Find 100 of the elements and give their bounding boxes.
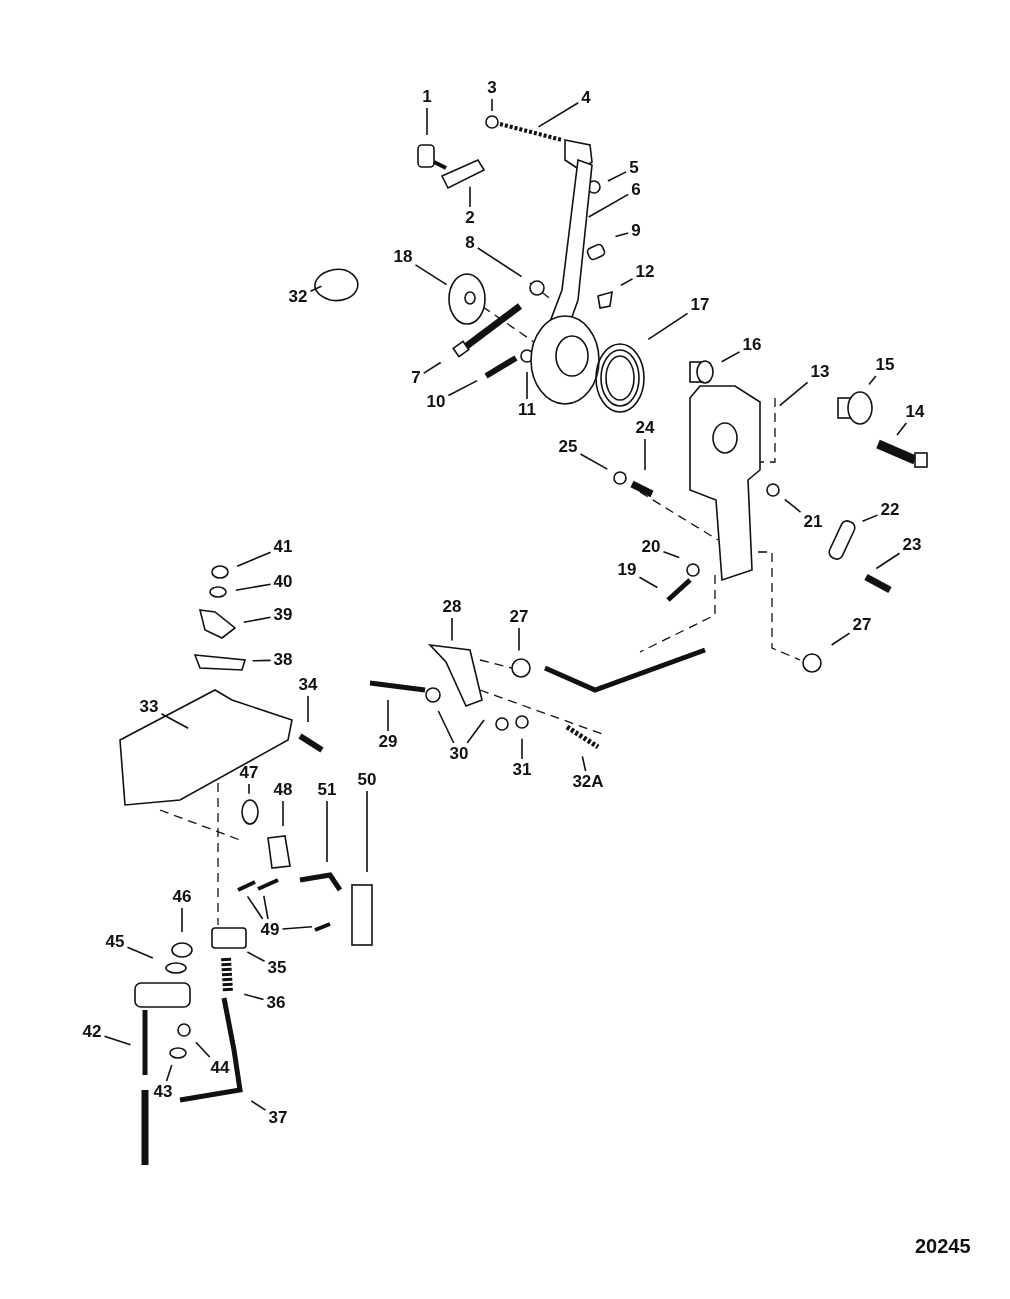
leader-line xyxy=(638,576,659,589)
leader-line xyxy=(281,925,313,930)
callout-number: 47 xyxy=(238,764,260,782)
leader-line xyxy=(644,438,646,471)
figure-number: 20245 xyxy=(915,1235,971,1258)
callout-number: 40 xyxy=(272,573,294,591)
callout-number: 49 xyxy=(259,921,281,939)
leader-line xyxy=(720,351,741,363)
callout-number: 51 xyxy=(316,781,338,799)
leader-line xyxy=(181,907,183,933)
callout-number: 38 xyxy=(272,651,294,669)
callout-number: 44 xyxy=(209,1059,231,1077)
callout-number: 20 xyxy=(640,538,662,556)
callout-number: 35 xyxy=(266,959,288,977)
callout-number: 36 xyxy=(265,994,287,1012)
callout-number: 8 xyxy=(464,234,476,252)
callout-number: 34 xyxy=(297,676,319,694)
leader-line xyxy=(307,695,309,723)
callout-number: 3 xyxy=(486,79,498,97)
leader-line xyxy=(521,737,523,760)
leader-line xyxy=(309,285,323,292)
leader-line xyxy=(896,422,908,436)
leader-line xyxy=(607,171,628,182)
leader-line xyxy=(236,551,272,567)
leader-line xyxy=(861,514,879,523)
callout-number: 1 xyxy=(421,88,433,106)
leader-line xyxy=(246,895,264,920)
callout-number: 48 xyxy=(272,781,294,799)
callout-number: 11 xyxy=(517,401,537,419)
leader-line xyxy=(614,232,630,238)
callout-number: 39 xyxy=(272,606,294,624)
callout-number: 29 xyxy=(377,733,399,751)
callout-number: 43 xyxy=(152,1083,174,1101)
callout-number: 46 xyxy=(171,888,193,906)
leader-line xyxy=(422,361,442,374)
callout-number: 9 xyxy=(630,222,642,240)
leader-line xyxy=(246,951,266,963)
leader-line xyxy=(165,1064,173,1082)
callout-number: 27 xyxy=(508,608,530,626)
callout-number: 50 xyxy=(356,771,378,789)
leader-line xyxy=(250,1100,267,1111)
callout-number: 22 xyxy=(879,501,901,519)
callout-number: 30 xyxy=(448,745,470,763)
callout-number: 23 xyxy=(901,536,923,554)
leader-line xyxy=(447,379,478,397)
callout-number: 15 xyxy=(874,356,896,374)
leader-line xyxy=(868,375,877,386)
leader-line xyxy=(263,895,269,920)
leader-line xyxy=(248,783,250,795)
leader-line xyxy=(620,278,634,287)
callout-number: 6 xyxy=(630,181,642,199)
callout-number: 7 xyxy=(410,369,422,387)
callout-number: 10 xyxy=(425,393,447,411)
leader-line xyxy=(587,193,630,218)
leader-line xyxy=(414,264,448,286)
leader-line xyxy=(579,453,609,470)
callout-number: 31 xyxy=(511,761,533,779)
callout-number: 42 xyxy=(81,1023,103,1041)
callout-number: 14 xyxy=(904,403,926,421)
leader-line xyxy=(537,101,580,128)
callout-number: 13 xyxy=(809,363,831,381)
callout-number: 21 xyxy=(802,513,824,531)
leader-line xyxy=(426,107,428,136)
leader-line xyxy=(466,719,485,744)
callout-number: 28 xyxy=(441,598,463,616)
callout-number: 16 xyxy=(741,336,763,354)
leader-line xyxy=(451,617,453,642)
callout-number: 4 xyxy=(580,89,592,107)
leader-line xyxy=(491,98,493,112)
leader-line xyxy=(366,790,368,873)
leader-line xyxy=(469,185,471,208)
leader-line xyxy=(783,498,802,513)
leader-line xyxy=(103,1035,132,1046)
leader-line xyxy=(830,632,851,646)
callout-number: 41 xyxy=(272,538,294,556)
leader-line xyxy=(778,381,809,407)
callout-number: 17 xyxy=(689,296,711,314)
callout-number: 19 xyxy=(616,561,638,579)
leader-line xyxy=(251,659,272,662)
callout-number: 45 xyxy=(104,933,126,951)
leader-line xyxy=(126,946,154,959)
leader-line xyxy=(195,1041,211,1058)
leader-line xyxy=(662,550,681,559)
leader-line xyxy=(243,993,265,1001)
leader-line xyxy=(282,800,284,827)
callout-number: 33 xyxy=(138,698,160,716)
leader-line xyxy=(243,616,272,623)
leader-line xyxy=(875,552,901,570)
callout-number: 37 xyxy=(267,1109,289,1127)
leader-line xyxy=(326,800,328,863)
leader-line xyxy=(518,627,520,652)
leader-line xyxy=(476,247,523,278)
callout-number: 25 xyxy=(557,438,579,456)
leader-line xyxy=(235,583,272,592)
leader-line xyxy=(437,710,455,744)
callout-number: 12 xyxy=(634,263,656,281)
callout-number: 2 xyxy=(464,209,476,227)
leader-line xyxy=(647,312,689,341)
leader-line xyxy=(387,699,389,732)
callout-number: 5 xyxy=(628,159,640,177)
